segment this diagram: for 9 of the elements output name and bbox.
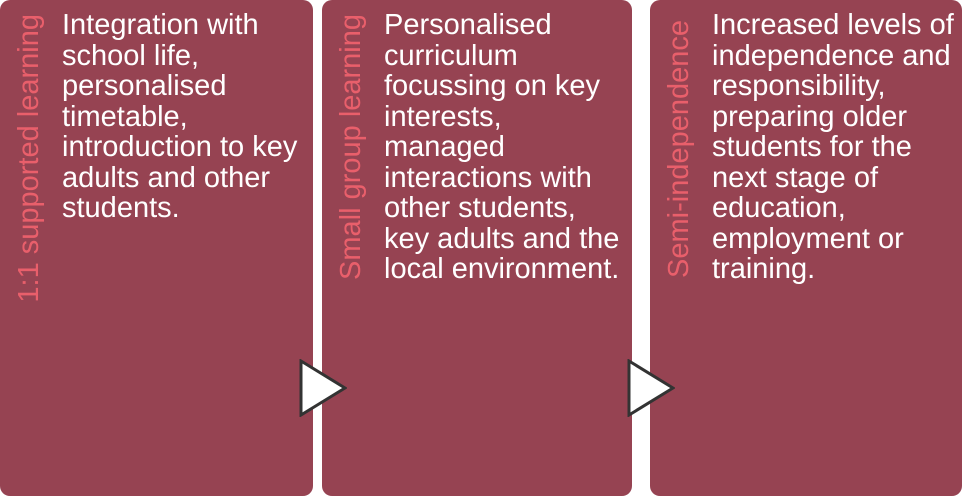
stage-box [0,0,313,496]
stage-box [322,0,632,496]
stage-heading: 1:1 supported learning [12,14,46,303]
stage-description: Personalised curriculum focussing on key interests, managed interactions with other students, key adults and the local environment. [384,10,620,284]
stage-description: Increased levels of independence and responsibility, preparing older students for the next stage of education, employment or training. [712,10,954,284]
stage-box [650,0,962,496]
stage-heading: Small group learning [334,14,368,280]
stage-heading: Semi-independence [662,20,696,278]
stage-description: Integration with school life, personalised timetable, introduction to key adults and other students. [62,10,298,224]
